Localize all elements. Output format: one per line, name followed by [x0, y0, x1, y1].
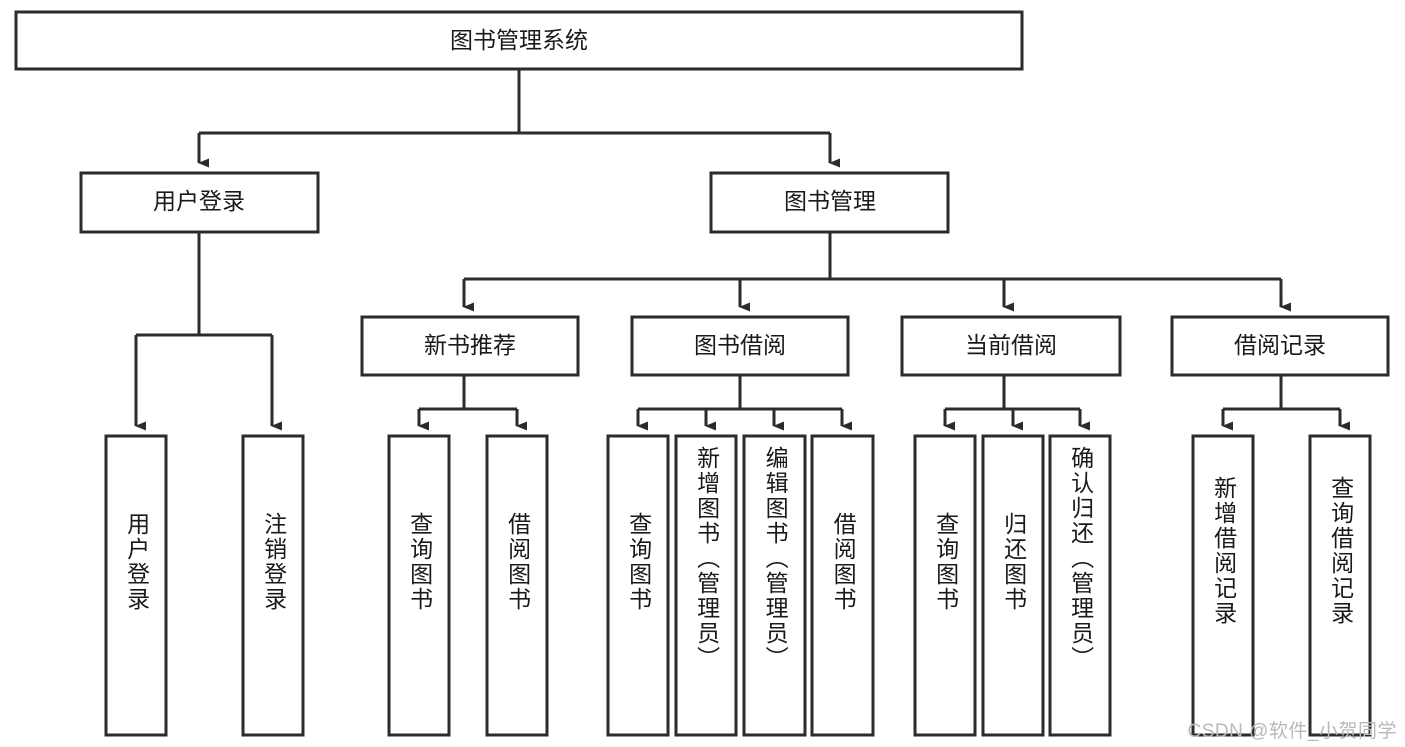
- node-root[interactable]: 图书管理系统: [14, 10, 1024, 71]
- leaf-rect-logout[interactable]: [241, 434, 305, 737]
- node-book-management[interactable]: 图书管理: [709, 171, 950, 234]
- node-book-borrow[interactable]: 图书借阅: [630, 315, 850, 377]
- node-borrow-record-label: 借阅记录: [1234, 332, 1326, 358]
- node-new-book-recommend[interactable]: 新书推荐: [360, 315, 580, 377]
- node-borrow-record[interactable]: 借阅记录: [1170, 315, 1390, 377]
- leaf-rect-query-book-cur[interactable]: [913, 434, 977, 737]
- connector-book-mgmt-to-level3: [462, 232, 1291, 312]
- leaf-rect-user-login[interactable]: [104, 434, 168, 737]
- node-user-login[interactable]: 用户登录: [79, 171, 320, 234]
- leaf-rects: [104, 434, 1372, 737]
- node-book-borrow-label: 图书借阅: [694, 332, 786, 358]
- node-current-borrow-label: 当前借阅: [965, 332, 1057, 358]
- leaf-rect-edit-book[interactable]: [742, 434, 807, 737]
- leaf-rect-borrow-book-rec[interactable]: [485, 434, 549, 737]
- leaf-rect-return-book[interactable]: [981, 434, 1045, 737]
- node-new-book-recommend-label: 新书推荐: [424, 332, 516, 358]
- leaf-rect-query-book-rec[interactable]: [387, 434, 451, 737]
- connector-root-to-level2: [197, 69, 840, 168]
- connector-user-login-to-leaves: [134, 232, 282, 431]
- leaf-rect-add-record[interactable]: [1191, 434, 1255, 737]
- node-current-borrow[interactable]: 当前借阅: [900, 315, 1122, 377]
- leaf-rect-borrow-book[interactable]: [810, 434, 875, 737]
- node-root-label: 图书管理系统: [450, 27, 588, 53]
- leaf-rect-query-book[interactable]: [606, 434, 670, 737]
- leaf-rect-query-record[interactable]: [1308, 434, 1372, 737]
- connector-borrow-record-to-leaves: [1221, 375, 1350, 431]
- connector-new-book-to-leaves: [417, 375, 527, 431]
- connector-book-borrow-to-leaves: [636, 375, 852, 431]
- connector-current-borrow-to-leaves: [943, 375, 1090, 431]
- node-user-login-label: 用户登录: [153, 188, 245, 214]
- leaf-rect-add-book[interactable]: [674, 434, 738, 737]
- node-book-management-label: 图书管理: [784, 188, 876, 214]
- csdn-watermark: CSDN @软件_小贺同学: [1187, 721, 1397, 742]
- leaf-rect-confirm-return[interactable]: [1048, 434, 1112, 737]
